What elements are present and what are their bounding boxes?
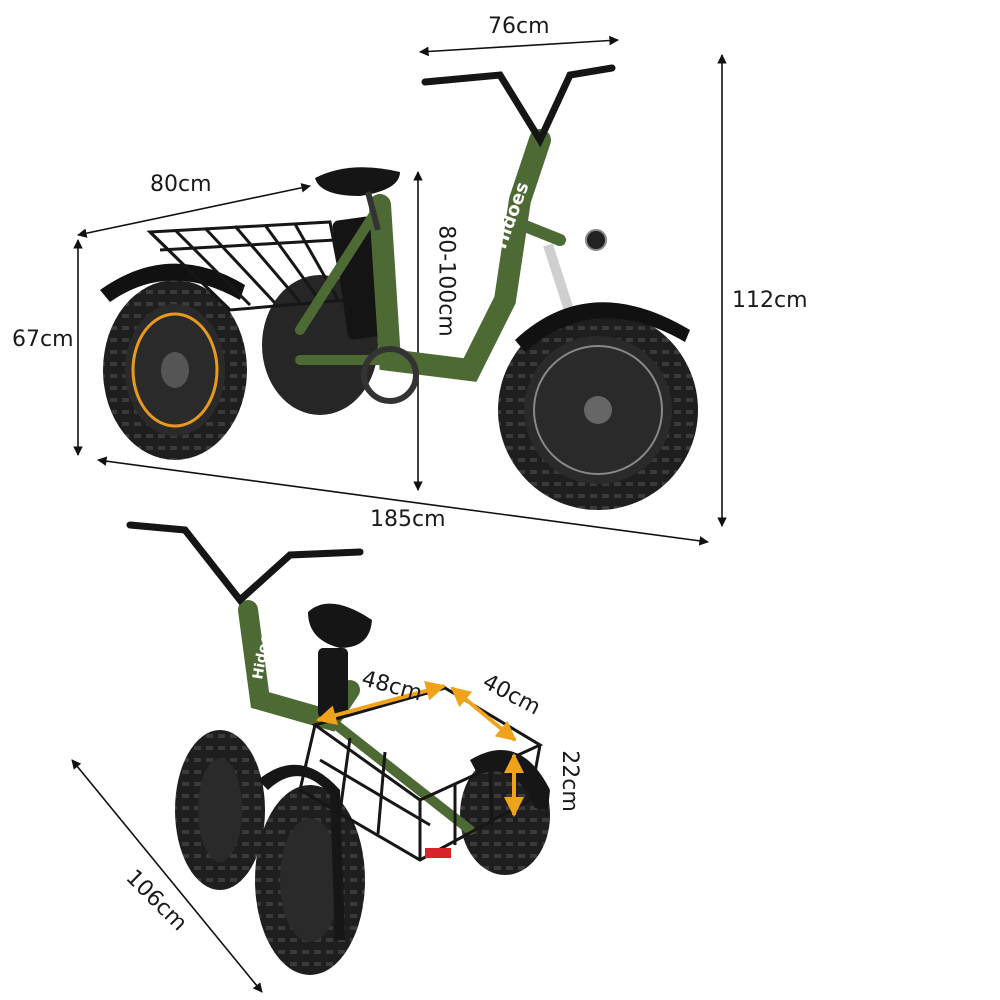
bike-seat-rear-view xyxy=(308,603,372,648)
basket-length-arrow xyxy=(316,681,446,725)
headlight xyxy=(585,229,607,251)
rear-height-label: 67cm xyxy=(12,327,74,352)
seat-post xyxy=(365,191,381,231)
bike-frame xyxy=(295,129,566,382)
overall-height-label: 112cm xyxy=(732,288,808,313)
basket-width-arrow xyxy=(450,686,517,742)
tricycle-rear-view: Hidoes xyxy=(126,521,550,975)
rear-wheel-left xyxy=(103,280,247,460)
basket-height-label: 22cm xyxy=(556,750,582,812)
tricycle-side-view: Hidoes xyxy=(100,64,698,510)
handlebar-rear-view xyxy=(126,521,364,606)
rear-reflector xyxy=(425,848,451,858)
handlebar-width-line xyxy=(419,35,619,57)
battery-rear-view xyxy=(318,648,348,718)
overall-length-line xyxy=(97,456,709,546)
front-fender xyxy=(515,302,690,352)
rear-track-line xyxy=(71,759,263,993)
basket-measure-arrows xyxy=(316,681,524,817)
dimension-lines xyxy=(71,35,727,993)
overall-length-label: 185cm xyxy=(370,507,446,532)
handlebar-width-label: 76cm xyxy=(488,14,550,39)
seat-height-label: 80-100cm xyxy=(433,225,459,337)
handlebar xyxy=(421,64,616,148)
rear-width-line xyxy=(77,183,311,238)
rear-fender xyxy=(100,263,245,302)
rear-width-label: 80cm xyxy=(150,172,212,197)
front-wheel xyxy=(498,310,698,510)
crank-chainring xyxy=(361,346,419,404)
bike-seat xyxy=(315,167,400,196)
